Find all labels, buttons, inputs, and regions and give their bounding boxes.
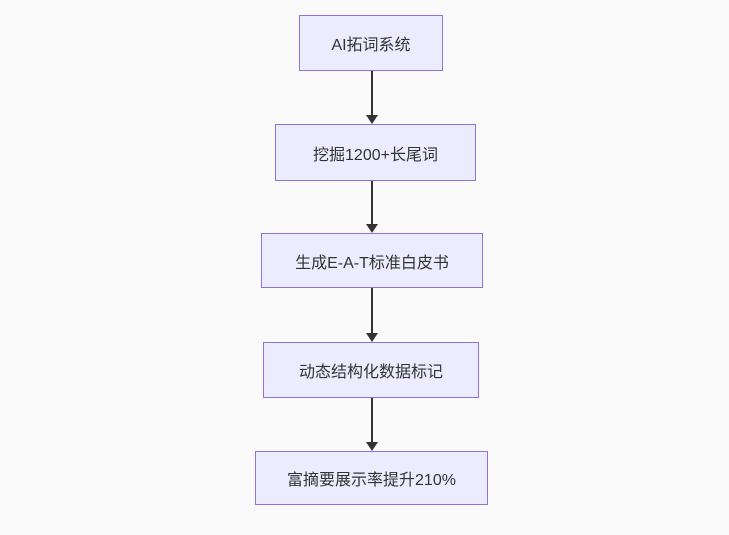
- flowchart-node-eat-whitepaper: 生成E-A-T标准白皮书: [261, 233, 483, 288]
- node-label: 富摘要展示率提升210%: [287, 472, 456, 489]
- node-label: 挖掘1200+长尾词: [313, 146, 438, 164]
- flow-arrow: [366, 398, 378, 451]
- flowchart-node-rich-snippet-uplift: 富摘要展示率提升210%: [255, 451, 488, 505]
- arrow-line: [371, 398, 373, 442]
- node-label: 生成E-A-T标准白皮书: [295, 254, 449, 272]
- arrow-head-icon: [366, 115, 378, 124]
- flow-arrow: [366, 181, 378, 233]
- arrow-line: [371, 181, 373, 224]
- arrow-line: [371, 288, 373, 333]
- arrow-line: [371, 71, 373, 115]
- flowchart-node-longtail-mining: 挖掘1200+长尾词: [275, 124, 476, 181]
- node-label: 动态结构化数据标记: [298, 364, 443, 381]
- arrow-head-icon: [366, 442, 378, 451]
- flowchart-node-ai-word-expansion: AI拓词系统: [299, 15, 443, 71]
- flow-arrow: [366, 288, 378, 342]
- flowchart-node-structured-data-markup: 动态结构化数据标记: [263, 342, 479, 398]
- node-label: AI拓词系统: [331, 37, 411, 54]
- arrow-head-icon: [366, 333, 378, 342]
- flow-arrow: [366, 71, 378, 124]
- arrow-head-icon: [366, 224, 378, 233]
